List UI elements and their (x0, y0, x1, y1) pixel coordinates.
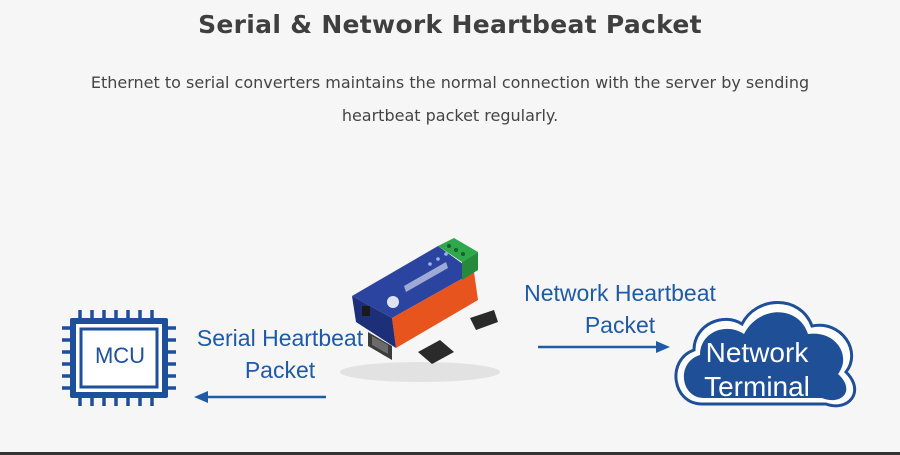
network-heartbeat-label: Network Heartbeat Packet (500, 277, 740, 341)
description: Ethernet to serial converters maintains … (80, 66, 820, 132)
network-heartbeat-line-1: Network Heartbeat (524, 280, 716, 306)
bottom-divider (0, 452, 900, 455)
serial-heartbeat-line-1: Serial Heartbeat (196, 325, 364, 351)
serial-heartbeat-arrow (194, 391, 326, 403)
page-title: Serial & Network Heartbeat Packet (198, 10, 702, 39)
network-heartbeat-arrow (538, 341, 670, 353)
description-line-1: Ethernet to serial converters maintains … (90, 73, 810, 92)
network-terminal-line-1: Network (705, 337, 809, 368)
network-heartbeat-line-2: Packet (584, 312, 656, 338)
serial-heartbeat-label: Serial Heartbeat Packet (175, 322, 385, 386)
serial-heartbeat-line-2: Packet (244, 357, 316, 383)
description-line-2: heartbeat packet regularly. (341, 106, 559, 125)
serial-server-device-image (340, 238, 500, 382)
cloud-icon (674, 301, 857, 408)
network-terminal-line-2: Terminal (704, 371, 810, 402)
mcu-label: MCU (94, 343, 146, 368)
network-terminal-label: Network Terminal (672, 336, 842, 404)
mcu-chip-icon (62, 310, 176, 406)
